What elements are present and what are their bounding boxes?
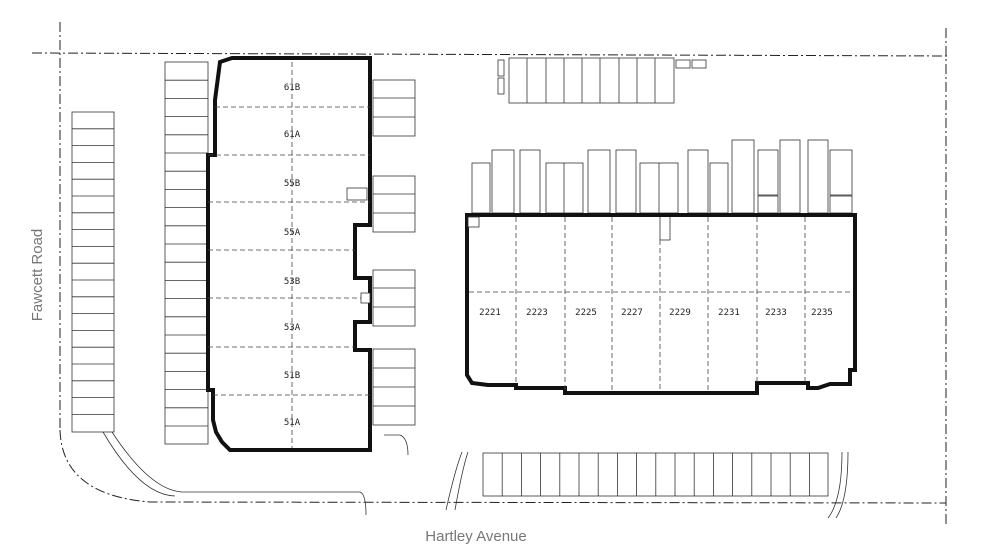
unit-51b: 51B xyxy=(284,371,300,381)
unit-51a: 51A xyxy=(284,418,301,428)
parking-row-south xyxy=(482,452,829,497)
unit-2221: 2221 xyxy=(479,308,501,318)
unit-2225: 2225 xyxy=(575,308,597,318)
building-west: 61B 61A 55B 55A 53B 53A 51B 51A xyxy=(206,56,372,452)
unit-61a: 61A xyxy=(284,130,301,140)
street-label-west: Fawcett Road xyxy=(29,229,46,322)
parking-east-of-west-building xyxy=(372,79,416,426)
curbs xyxy=(102,431,849,519)
unit-2235: 2235 xyxy=(811,308,833,318)
parking-row-west xyxy=(71,111,115,433)
loading-docks xyxy=(471,139,853,241)
unit-53b: 53B xyxy=(284,277,300,287)
unit-2229: 2229 xyxy=(669,308,691,318)
unit-53a: 53A xyxy=(284,323,301,333)
unit-2227: 2227 xyxy=(621,308,643,318)
parking-row-north xyxy=(497,57,707,104)
street-label-south: Hartley Avenue xyxy=(425,528,526,545)
property-lines xyxy=(31,22,951,525)
building-east: 2221 2223 2225 2227 2229 2231 2233 2235 xyxy=(465,213,857,395)
parking-row-center xyxy=(164,61,209,445)
unit-2231: 2231 xyxy=(718,308,740,318)
unit-2223: 2223 xyxy=(526,308,548,318)
unit-61b: 61B xyxy=(284,83,300,93)
unit-55a: 55A xyxy=(284,228,301,238)
unit-55b: 55B xyxy=(284,179,300,189)
unit-2233: 2233 xyxy=(765,308,787,318)
